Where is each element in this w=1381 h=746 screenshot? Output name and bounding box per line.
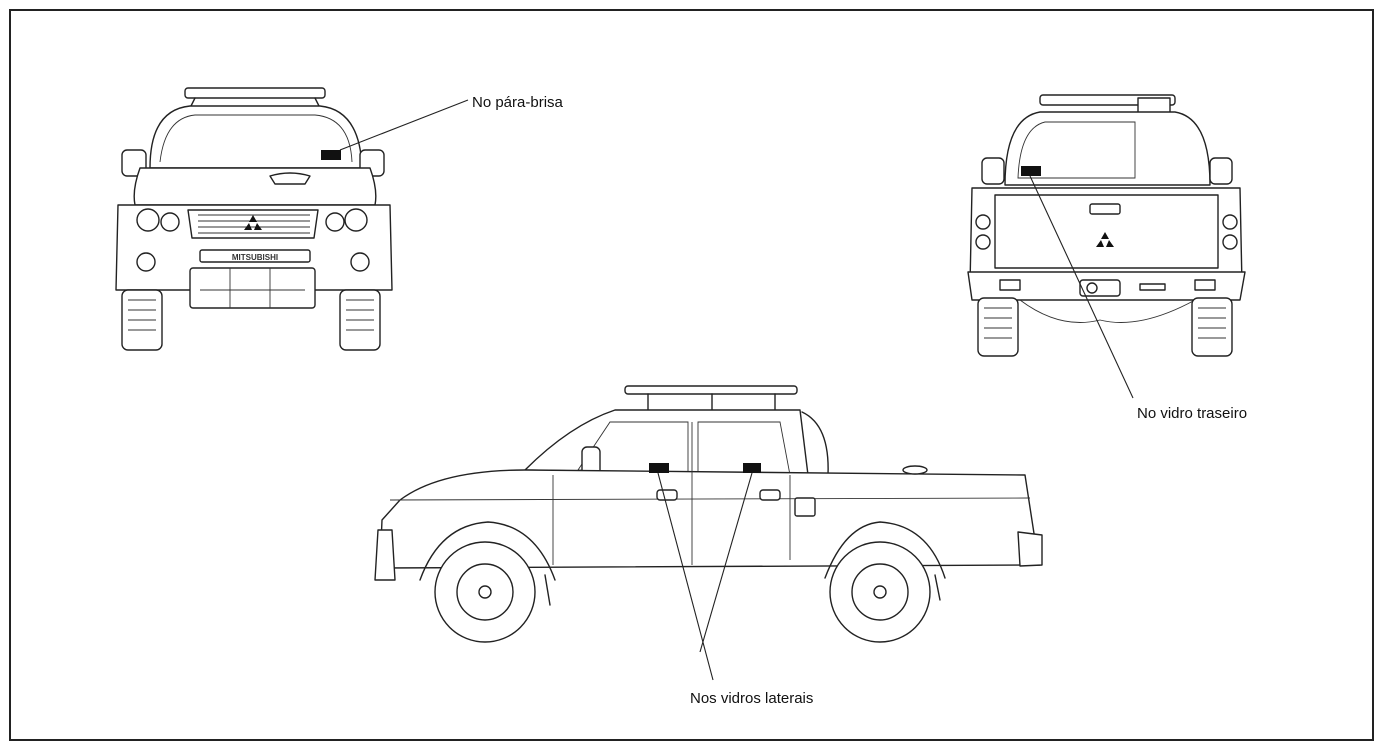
side-view-vehicle bbox=[374, 385, 1043, 643]
windshield-leader-line bbox=[339, 99, 469, 151]
windshield-label: No pára-brisa bbox=[472, 94, 563, 111]
front-side-window-sticker bbox=[649, 463, 669, 473]
windshield-sticker bbox=[321, 150, 341, 160]
rear-side-leader-line bbox=[699, 472, 753, 653]
rear-view-vehicle bbox=[967, 94, 1246, 357]
rear-window-sticker bbox=[1021, 166, 1041, 176]
front-brand-text: MITSUBISHI bbox=[232, 253, 278, 262]
rear-window-leader-line bbox=[1029, 175, 1134, 399]
side-windows-label: Nos vidros laterais bbox=[690, 690, 814, 707]
diagram-frame bbox=[9, 9, 1374, 741]
front-view-vehicle: MITSUBISHI bbox=[115, 87, 393, 351]
front-side-leader-line bbox=[657, 472, 714, 681]
rear-window-label: No vidro traseiro bbox=[1137, 405, 1248, 422]
rear-side-window-sticker bbox=[743, 463, 761, 473]
